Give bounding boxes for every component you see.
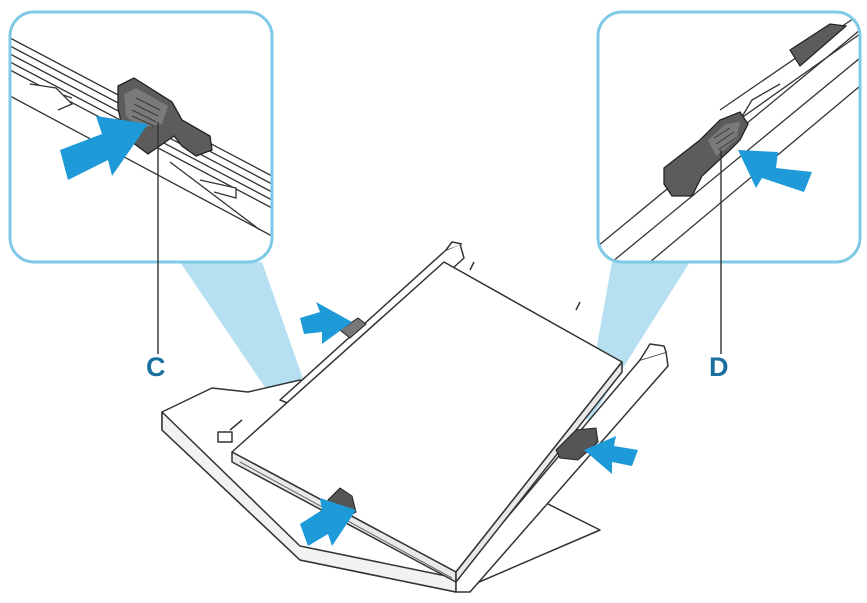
paper-guide-d-small bbox=[555, 427, 599, 461]
paper-guide-d bbox=[663, 111, 749, 197]
callout-d bbox=[596, 10, 862, 264]
arrow-icon bbox=[300, 498, 356, 546]
arrow-icon bbox=[300, 302, 352, 344]
arrow-icon bbox=[738, 150, 812, 192]
arrow-icon bbox=[584, 436, 638, 474]
callout-c bbox=[8, 10, 274, 264]
label-d: D bbox=[709, 352, 729, 382]
label-c: C bbox=[146, 352, 166, 382]
arrow-icon bbox=[60, 116, 148, 180]
